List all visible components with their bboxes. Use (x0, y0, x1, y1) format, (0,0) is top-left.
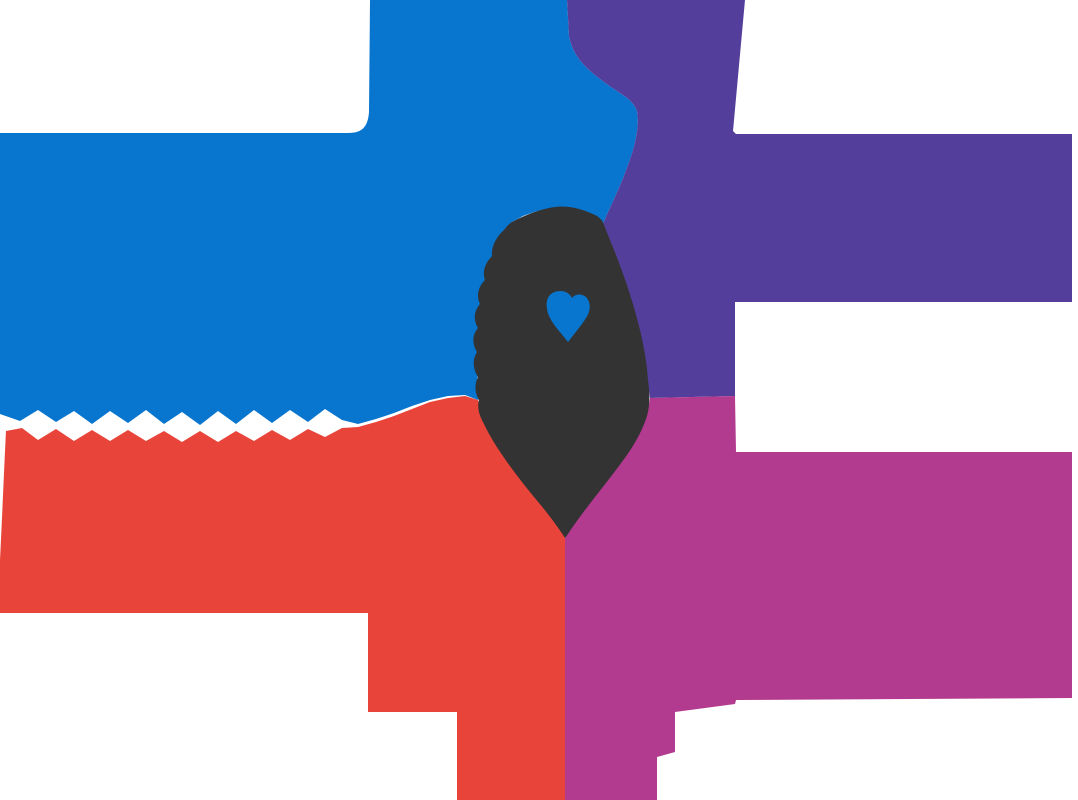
red-arm-shape (0, 396, 565, 800)
purple-arm-shape (567, 0, 1072, 398)
magenta-arm-shape (565, 396, 1072, 800)
heart-cutout-shape (546, 291, 590, 342)
center-emblem-shape (473, 206, 650, 538)
